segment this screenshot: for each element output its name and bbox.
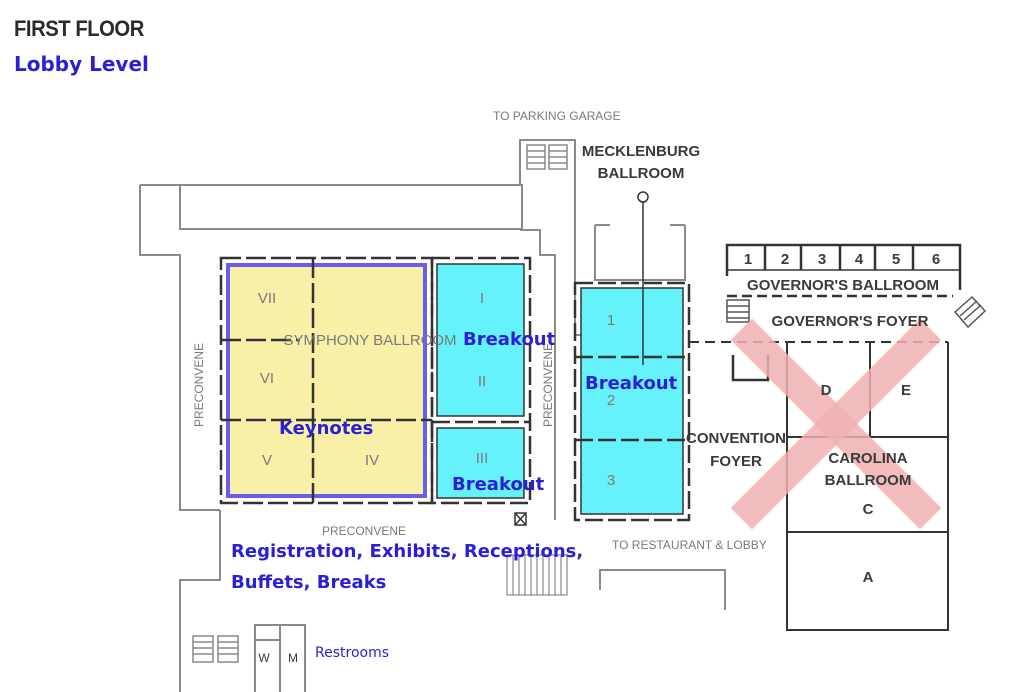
preconvene-label-right: PRECONVENE [541,343,555,427]
level-subtitle: Lobby Level [14,52,149,76]
parking-label: TO PARKING GARAGE [493,109,621,123]
keynote-area [226,263,427,498]
mecklenburg-walls [573,281,691,522]
elevator-icon [514,512,527,526]
governors-room-4: 4 [855,251,864,268]
keynotes-annotation: Keynotes [279,418,373,439]
symphony-section-v: V [262,452,272,469]
restroom-m-label: M [288,651,298,665]
restaurant-label: TO RESTAURANT & LOBBY [612,538,767,552]
governors-stairs [726,295,987,329]
carolina-label-1: CAROLINA [828,450,907,467]
governors-ballroom-walls [725,243,962,298]
breakout-room-i: I [480,290,484,307]
restroom-w-label: W [258,651,270,665]
floor-title: FIRST FLOOR [14,16,144,41]
mecklenburg-room-3: 3 [607,472,615,489]
governors-room-6: 6 [932,251,940,268]
governors-ballroom-label: GOVERNOR'S BALLROOM [747,277,939,294]
convention-foyer-label-1: CONVENTION [686,430,786,447]
carolina-room-a: A [863,569,874,586]
mecklenburg-breakout [580,287,684,515]
restroom-stairs [192,635,239,663]
mecklenburg-label-1: MECKLENBURG [582,143,700,160]
carolina-room-c: C [863,501,874,518]
breakout-room-iii: III [476,450,489,467]
governors-room-3: 3 [818,251,826,268]
restrooms-annotation: Restrooms [315,645,389,661]
registration-annotation-1: Registration, Exhibits, Receptions, [231,541,583,562]
closed-area-cross [730,318,942,530]
symphony-label: SYMPHONY BALLROOM [283,332,456,349]
grand-stairs [506,554,568,596]
breakout-room-ii: II [478,373,486,390]
parking-stairs [526,144,568,170]
mecklenburg-room-2: 2 [607,392,615,409]
carolina-room-d: D [821,382,832,399]
breakout-room-iii [436,427,525,499]
carolina-label-2: BALLROOM [825,472,912,489]
breakout-annotation-2: Breakout [585,373,678,394]
breakout-room-i-ii [436,263,525,417]
symphony-section-iv: IV [365,452,379,469]
carolina-room-e: E [901,382,911,399]
breakout-annotation-1: Breakout [463,329,556,350]
breakout-walls [430,256,532,505]
symphony-section-vii: VII [258,290,276,307]
preconvene-label-bottom: PRECONVENE [322,524,406,538]
mecklenburg-label-2: BALLROOM [598,165,685,182]
symphony-section-vi: VI [260,370,274,387]
mecklenburg-marker [637,191,649,365]
governors-room-1: 1 [744,251,752,268]
registration-annotation-2: Buffets, Breaks [231,572,386,593]
preconvene-label-left: PRECONVENE [192,343,206,427]
breakout-annotation-3: Breakout [452,474,545,495]
convention-foyer-label-2: FOYER [710,453,762,470]
governors-foyer-label: GOVERNOR'S FOYER [772,313,929,330]
governors-room-5: 5 [892,251,900,268]
governors-room-2: 2 [781,251,789,268]
mecklenburg-room-1: 1 [607,312,615,329]
